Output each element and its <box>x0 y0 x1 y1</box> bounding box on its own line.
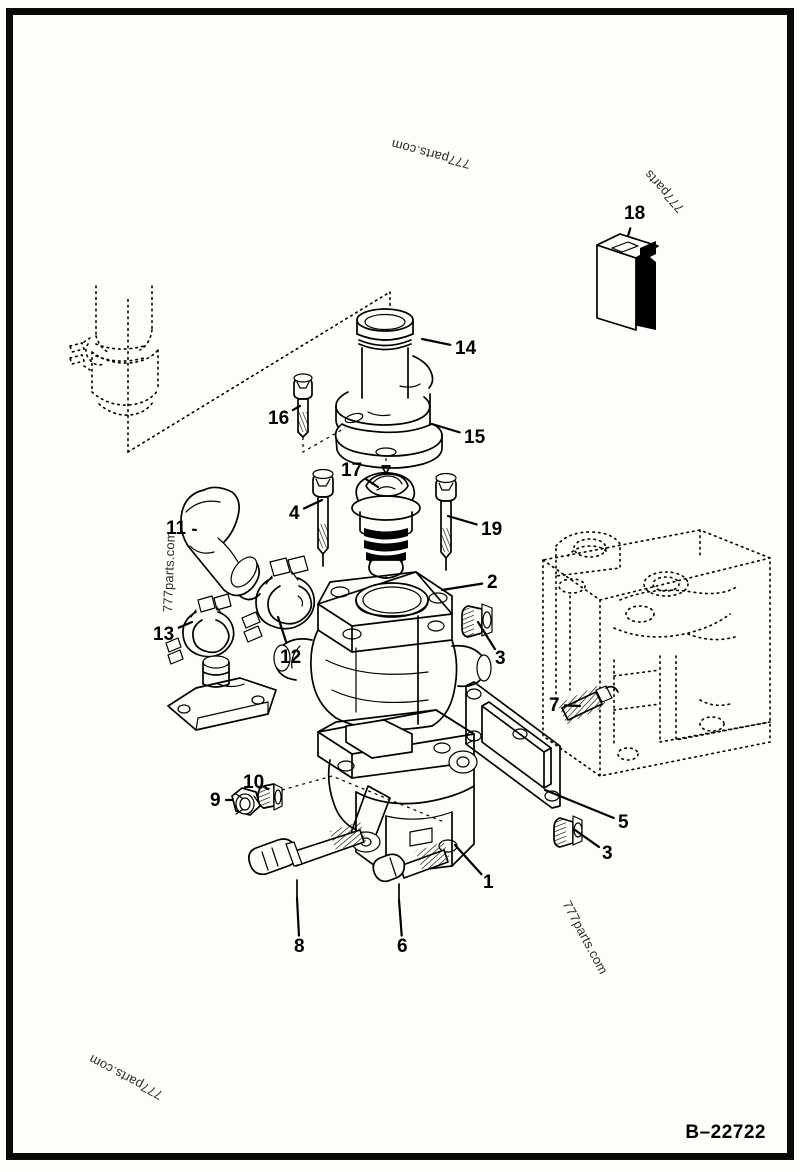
inlet-pipe-and-mount-flange <box>167 655 277 731</box>
callout-number-12: 12 <box>280 647 302 668</box>
callout-number-17: 17 <box>341 460 363 481</box>
part-17-thermostat <box>351 465 421 579</box>
callout-number-10: 10 <box>243 772 265 793</box>
leader-line-4 <box>302 498 324 510</box>
part-10-lock-washer <box>257 783 283 811</box>
callout-number-18: 18 <box>624 203 646 224</box>
part-8-long-through-bolt <box>248 821 367 899</box>
callout-number-11: 11 <box>166 518 187 539</box>
diagram-reference-number: B–22722 <box>685 1122 766 1143</box>
part-3b-flange-bolt <box>553 815 583 848</box>
callout-number-3: 3 <box>495 648 506 669</box>
part-15-thermostat-housing-cover <box>334 355 443 469</box>
part-7-stud-bolt <box>557 685 619 725</box>
leader-line-15 <box>430 422 461 434</box>
phantom-engine-block <box>542 529 771 777</box>
part-14-thermostat-housing-neck <box>356 308 414 399</box>
part-6-short-hex-bolt <box>372 841 451 901</box>
callout-number-16: 16 <box>268 408 290 429</box>
callout-number-5: 5 <box>618 812 629 833</box>
callout-number-6: 6 <box>397 936 408 957</box>
leader-line-2 <box>440 582 484 592</box>
callout-number-13: 13 <box>153 624 175 645</box>
part-16-cover-bolt <box>293 373 313 438</box>
phantom-radiator-hose <box>68 285 159 416</box>
part-12-hose-clamp-upper <box>241 555 316 643</box>
leader-line-12 <box>276 615 288 643</box>
callout-number-7: 7 <box>549 695 560 716</box>
leader-line-13 <box>177 620 194 629</box>
watermark-777parts: 777parts.com <box>160 530 178 613</box>
callout-number-9: 9 <box>210 790 221 811</box>
part-2-upper-flange-housing <box>273 571 492 731</box>
callout-leader-lines <box>177 227 632 937</box>
leader-line-10 <box>262 785 270 791</box>
part-4-long-bolt <box>312 468 334 567</box>
leader-line-17 <box>364 477 380 489</box>
leader-line-8 <box>295 896 301 937</box>
assembly-line-bolt-16 <box>302 427 346 454</box>
callout-number-15: 15 <box>464 427 486 448</box>
leader-line-7 <box>563 704 582 708</box>
leader-line-6 <box>397 898 403 937</box>
part-11-curved-water-hose <box>180 486 261 601</box>
part-5-gasket <box>465 681 561 809</box>
callout-number-4: 4 <box>289 503 300 524</box>
leader-line-1 <box>453 843 483 876</box>
leader-line-16 <box>291 404 302 412</box>
leader-line-3 <box>476 620 497 651</box>
leader-line-19 <box>446 514 478 526</box>
part-3a-flange-bolt <box>461 603 493 638</box>
callout-number-14: 14 <box>455 338 477 359</box>
callout-number-19: 19 <box>481 519 503 540</box>
leader-line-5 <box>543 788 615 820</box>
leader-line-18 <box>626 227 632 238</box>
callout-number-2: 2 <box>487 572 498 593</box>
part-9-hex-nut <box>231 787 261 816</box>
leader-line-3 <box>573 828 601 849</box>
leader-line-14 <box>420 337 452 346</box>
part-19-long-bolt <box>435 472 457 571</box>
part-18-temperature-sensor-switch <box>596 233 659 331</box>
callout-number-8: 8 <box>294 936 305 957</box>
assembly-phantom-line-diagonal <box>127 291 391 453</box>
callout-number-3: 3 <box>602 843 613 864</box>
callout-number-1: 1 <box>483 872 494 893</box>
assembly-line-nut-washer-bolt <box>281 775 445 823</box>
part-13-hose-clamp-lower <box>165 593 235 665</box>
